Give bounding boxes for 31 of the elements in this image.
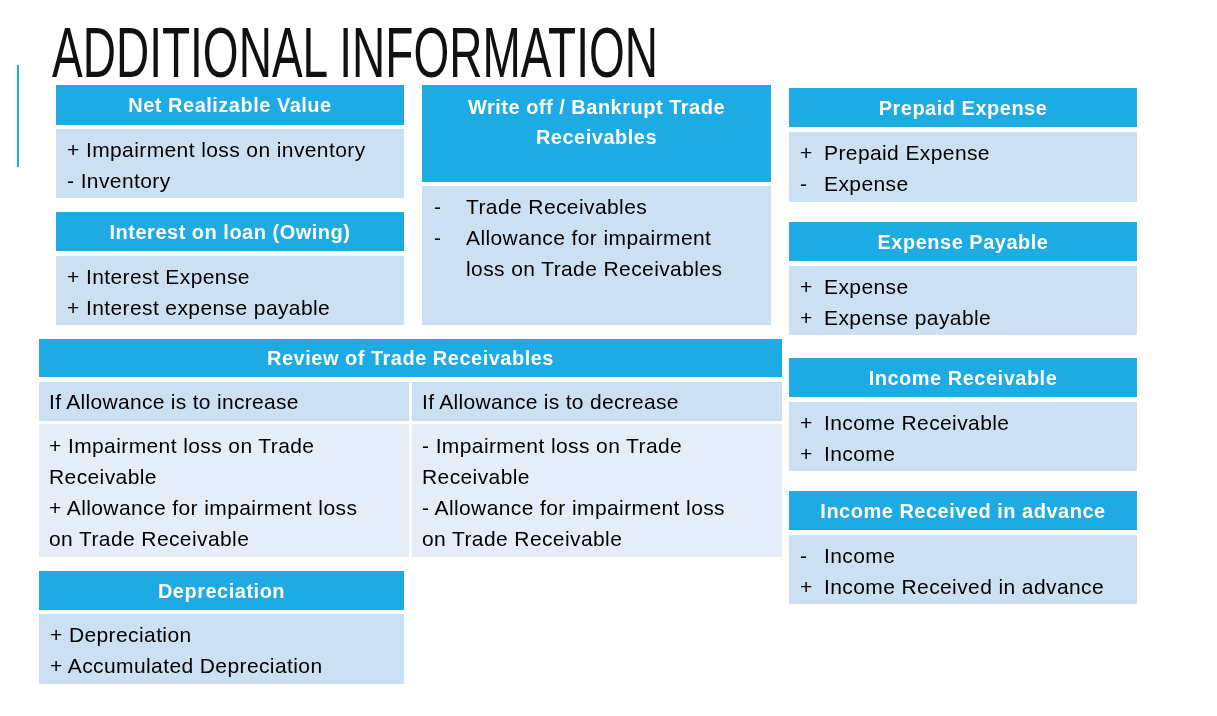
slide-title: ADDITIONAL INFORMATION [52,18,658,88]
entry-text: + Income Received in advance [799,574,1106,600]
entry-text: - Impairment loss on Trade Receivable [421,433,684,490]
entry-text: - Expense [799,171,910,197]
entry-text: - Income [799,543,897,569]
info-card [789,222,1137,335]
info-card [39,571,404,684]
entry-text: + Interest Expense [66,264,251,290]
entry-text: + Prepaid Expense [799,140,991,166]
entry-text: - Inventory [66,168,172,194]
info-card [789,358,1137,471]
entry-text: + Accumulated Depreciation [49,653,324,679]
entry-text: + Impairment loss on Trade Receivable [48,433,316,490]
entry-text: + Expense [799,274,910,300]
info-card [56,85,404,198]
info-card [422,85,771,325]
entry-text: + Income Receivable [799,410,1011,436]
entry-text: + Expense payable [799,305,993,331]
entry-text: + Interest expense payable [66,295,332,321]
entry-text: - Trade Receivables [433,194,649,220]
entry-text: + Income [799,441,897,467]
entry-text: - Allowance for impairment loss on Trade Receivable [421,495,726,552]
info-card [789,88,1137,202]
entry-text: + Allowance for impairment loss on Trade Receivable [48,495,359,552]
column-heading: If Allowance is to decrease [412,382,782,421]
entry-text: + Depreciation [49,622,193,648]
entry-text: - Allowance for impairment loss on Trade Receivables [433,225,724,282]
info-card [56,212,404,325]
entry-text: + Impairment loss on inventory [66,137,367,163]
info-card [789,491,1137,604]
column-heading: If Allowance is to increase [39,382,409,421]
